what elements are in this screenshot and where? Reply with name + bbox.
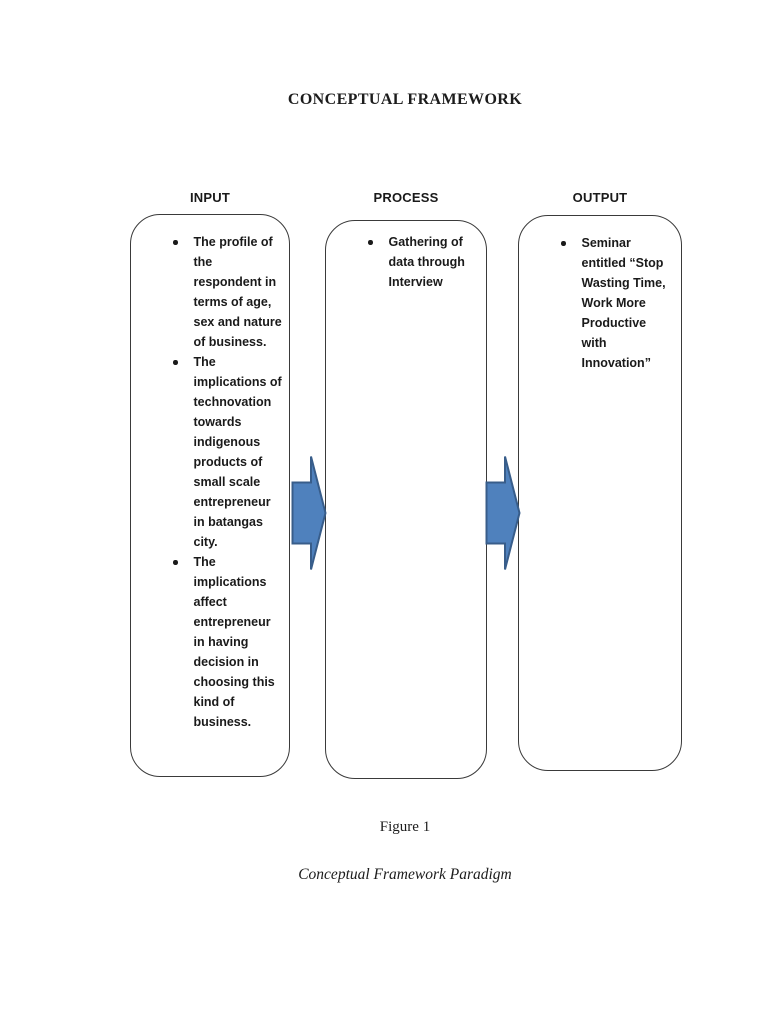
list-item: Seminar entitled “Stop Wasting Time, Wor… — [561, 233, 675, 373]
list-item: The profile of the respondent in terms o… — [173, 232, 283, 352]
figure-caption: Conceptual Framework Paradigm — [298, 866, 512, 883]
column-header-input: INPUT — [190, 190, 230, 205]
input-box: The profile of the respondent in terms o… — [130, 214, 290, 777]
bullet-text: The implications of technovation towards… — [193, 355, 282, 549]
list-item: Gathering of data through Interview — [368, 232, 480, 292]
arrow-shape — [291, 456, 327, 570]
bullet-text: The profile of the respondent in terms o… — [193, 235, 282, 349]
bullet-icon — [561, 241, 566, 246]
column-header-output: OUTPUT — [572, 190, 628, 205]
list-item: The implications of technovation towards… — [173, 352, 283, 552]
column-header-process: PROCESS — [373, 190, 439, 205]
process-box: Gathering of data through Interview — [325, 220, 487, 779]
page-title: CONCEPTUAL FRAMEWORK — [287, 91, 523, 108]
bullet-text: The implications affect entrepreneur in … — [193, 555, 275, 729]
bullet-text: Seminar entitled “Stop Wasting Time, Wor… — [581, 236, 666, 370]
arrow-shape — [485, 456, 521, 570]
bullet-icon — [173, 560, 178, 565]
arrow-right-icon — [291, 456, 327, 570]
bullet-icon — [173, 240, 178, 245]
figure-label: Figure 1 — [379, 819, 431, 835]
bullet-text: Gathering of data through Interview — [388, 235, 465, 289]
list-item: The implications affect entrepreneur in … — [173, 552, 283, 732]
output-box: Seminar entitled “Stop Wasting Time, Wor… — [518, 215, 682, 771]
bullet-icon — [173, 360, 178, 365]
bullet-icon — [368, 240, 373, 245]
arrow-right-icon — [485, 456, 521, 570]
